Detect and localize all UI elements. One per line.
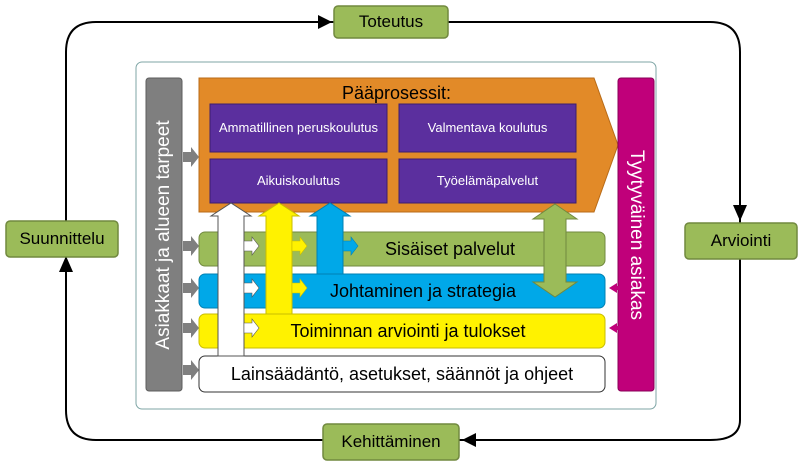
green-double-arrow [531,203,579,298]
process-box-adult [209,158,388,204]
blue-vertical-arrow [308,202,352,275]
small-white-arrow-2 [243,278,260,298]
cycle-arrowhead-top [318,15,332,29]
cycle-arrowhead-right [733,205,747,221]
small-yellow-arrow-1 [291,236,308,256]
magenta-arrow-2 [609,323,617,333]
process-box-preparatory [398,103,577,153]
process-box-vocational [209,103,388,153]
grey-arrow-2 [183,236,199,256]
phase-box-bottom [322,423,460,461]
phase-box-right [684,222,798,260]
cycle-arrowhead-bottom [462,433,476,447]
small-white-arrow-3 [243,318,260,338]
magenta-arrow-1 [609,283,617,293]
magenta-arrow-1-stem [617,286,619,290]
cycle-arrowhead-left [59,256,73,272]
magenta-arrow-2-stem [617,326,619,330]
phase-box-top [333,5,449,39]
left-column [145,77,183,392]
right-column [617,77,655,392]
grey-arrow-3 [183,278,199,298]
phase-box-left [5,220,119,258]
small-blue-arrow-1 [342,236,359,256]
small-yellow-arrow-2 [291,278,308,298]
yellow-vertical-arrow [257,202,301,315]
band-legislation [198,355,606,393]
grey-arrow-1 [183,147,199,167]
grey-arrow-5 [183,360,199,380]
process-box-worklife [398,158,577,204]
grey-arrow-4 [183,318,199,338]
small-white-arrow-1 [243,236,260,256]
band-evaluation [198,313,606,349]
cycle-loop [65,21,741,441]
